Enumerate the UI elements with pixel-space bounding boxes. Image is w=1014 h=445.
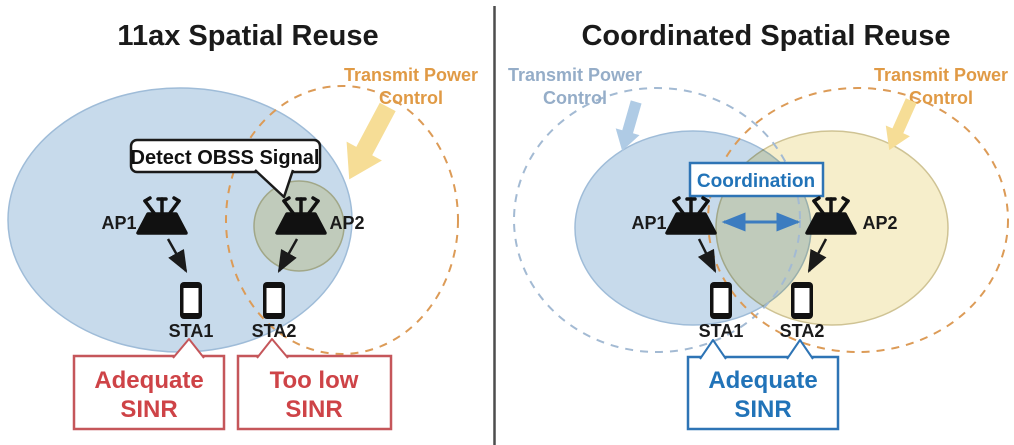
- smartphone-icon: [710, 282, 732, 319]
- block-down-arrow-icon: [885, 98, 917, 151]
- wifi-router-icon: [275, 196, 327, 235]
- shared-sinr-callout: Adequate SINR: [686, 339, 840, 431]
- downlink-arrow-ap1-sta1: [166, 238, 188, 273]
- tpc-left-label-line2: Control: [543, 88, 607, 108]
- right-panel-title: Coordinated Spatial Reuse: [581, 20, 950, 52]
- wifi-router-icon: [136, 196, 188, 235]
- too-low-sinr-tail: [256, 338, 289, 359]
- coordination-box: [688, 161, 825, 198]
- tpc-left-label-line1: Transmit Power: [508, 65, 642, 85]
- tpc-right-label-line2: Control: [909, 88, 973, 108]
- sta2-label: STA2: [780, 321, 825, 341]
- smartphone-icon: [791, 282, 813, 319]
- adequate-sinr-box: [686, 355, 840, 431]
- downlink-arrow-ap2-sta2: [277, 238, 299, 273]
- ap2-label: AP2: [329, 213, 364, 233]
- ap2-label: AP2: [862, 213, 897, 233]
- ap2-original-coverage-dashed-circle: [707, 87, 1009, 353]
- detect-obss-callout-tail: [254, 169, 295, 199]
- left-panel-title: 11ax Spatial Reuse: [117, 20, 378, 52]
- adequate-sinr-line2: SINR: [120, 396, 177, 423]
- smartphone-icon: [263, 282, 285, 319]
- too-low-sinr-box: [236, 354, 393, 431]
- sta2-sinr-callout: Too low SINR: [236, 338, 393, 431]
- adequate-sinr-tail-right: [786, 339, 814, 360]
- block-down-arrow-icon: [346, 102, 396, 180]
- block-down-arrow-icon: [615, 100, 642, 151]
- sta2-label: STA2: [252, 321, 297, 341]
- sta1-label: STA1: [699, 321, 744, 341]
- ap2-original-coverage-dashed-circle: [225, 85, 459, 355]
- too-low-sinr-line2: SINR: [285, 396, 342, 423]
- adequate-sinr-tail: [172, 338, 205, 359]
- adequate-sinr-line1: Adequate: [94, 367, 203, 394]
- detect-obss-callout-box: [129, 138, 322, 174]
- adequate-sinr-line1: Adequate: [708, 367, 817, 394]
- detect-obss-callout-label: Detect OBSS Signal: [131, 147, 320, 169]
- ap1-label: AP1: [631, 213, 666, 233]
- panel-coordinated-spatial-reuse: Coordinated Spatial Reuse Transmit Power…: [508, 20, 1009, 431]
- coordination-label: Coordination: [697, 171, 815, 192]
- coordination-callout: Coordination: [688, 161, 825, 198]
- tpc-label-line1: Transmit Power: [344, 65, 478, 85]
- wifi-router-icon: [805, 196, 857, 235]
- downlink-arrow-ap1-sta1: [697, 238, 717, 274]
- adequate-sinr-box: [72, 354, 226, 431]
- adequate-sinr-tail-left: [699, 339, 727, 360]
- wifi-router-icon: [665, 196, 717, 235]
- ap1-label: AP1: [101, 213, 136, 233]
- smartphone-icon: [180, 282, 202, 319]
- panel-11ax-spatial-reuse: 11ax Spatial Reuse Transmit Power Contro…: [7, 20, 478, 431]
- tpc-label-line2: Control: [379, 88, 443, 108]
- too-low-sinr-line1: Too low: [270, 367, 359, 394]
- sta1-sinr-callout: Adequate SINR: [72, 338, 226, 431]
- downlink-arrow-ap2-sta2: [807, 238, 828, 273]
- detect-obss-callout: Detect OBSS Signal: [129, 138, 322, 199]
- adequate-sinr-line2: SINR: [734, 396, 791, 423]
- sta1-label: STA1: [169, 321, 214, 341]
- tpc-right-label-line1: Transmit Power: [874, 65, 1008, 85]
